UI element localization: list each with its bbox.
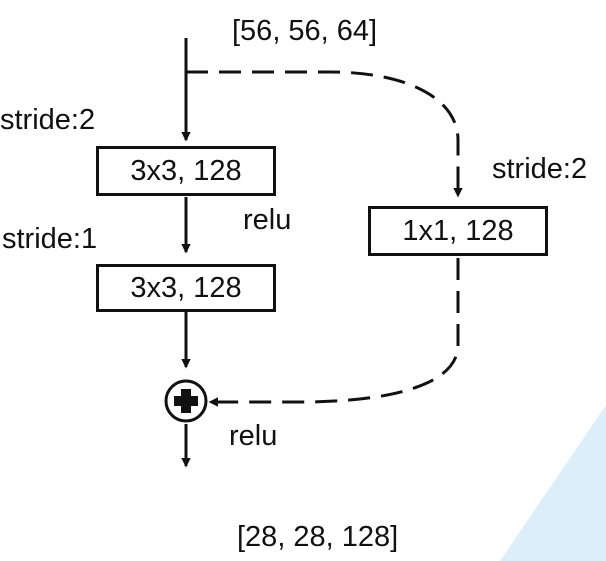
stride-label-conv1: stride:2 — [0, 104, 96, 136]
shortcut-conv-box: 1x1, 128 — [368, 206, 548, 256]
conv1-label: 3x3, 128 — [130, 154, 242, 187]
stride-label-shortcut: stride:2 — [492, 153, 588, 185]
relu-label-add: relu — [229, 420, 278, 452]
conv2-box: 3x3, 128 — [96, 264, 276, 312]
relu-label-conv1: relu — [243, 204, 292, 236]
shortcut-branch-dashed-arrow — [186, 70, 463, 198]
conv2-label: 3x3, 128 — [130, 271, 242, 304]
output-shape-label: [28, 28, 128] — [237, 521, 399, 553]
conv1-box: 3x3, 128 — [96, 146, 276, 196]
shortcut-merge-dashed-arrow — [208, 258, 460, 407]
circled-plus-icon — [164, 379, 208, 423]
stride-label-conv2: stride:1 — [2, 223, 98, 255]
corner-decoration — [500, 405, 606, 561]
shortcut-conv-label: 1x1, 128 — [402, 214, 514, 247]
input-shape-label: [56, 56, 64] — [232, 15, 378, 47]
